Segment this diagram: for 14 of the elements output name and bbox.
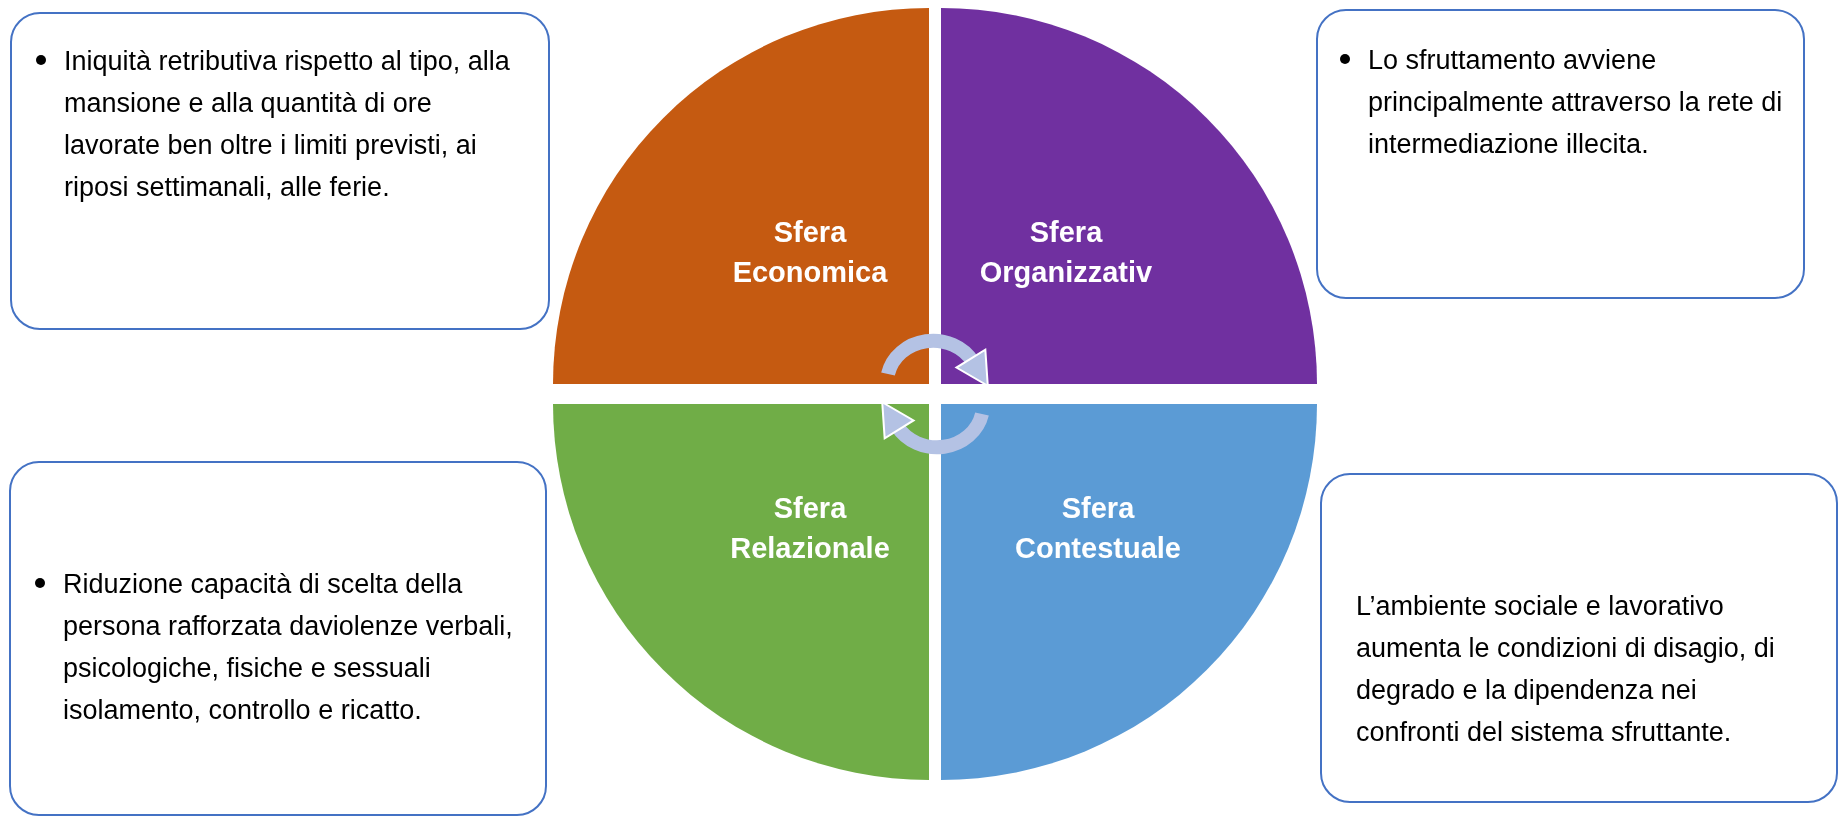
- sector-label: Sfera Contestuale: [1014, 491, 1182, 566]
- text-box: [1316, 9, 1805, 299]
- sector-label: Sfera Relazionale: [729, 491, 891, 566]
- sector-label: Sfera Economica: [731, 215, 889, 290]
- cycle-arrow: [879, 402, 989, 455]
- text-box: [1320, 473, 1838, 803]
- text-box: [9, 461, 547, 816]
- cycle-arrow: [881, 333, 991, 386]
- text-box: [10, 12, 550, 330]
- description-text: Lo sfruttamento avviene principalmente attraverso la rete di intermediazione illecita.: [1368, 44, 1784, 161]
- sector-label: Sfera Organizzativ: [978, 215, 1154, 290]
- description-text: Riduzione capacità di scelta della persona rafforzata daviolenze verbali, psicologiche, fisiche e sessuali isolamento, controllo e ricatto.: [63, 568, 514, 727]
- description-text: L’ambiente sociale e lavorativo aumenta le condizioni di disagio, di degrado e la dipendenza nei confronti del sistema sfruttante.: [1356, 590, 1776, 749]
- description-text: Iniquità retributiva rispetto al tipo, alla mansione e alla quantità di ore lavorate ben oltre i limiti previsti, ai riposi settimanali, alle ferie.: [64, 45, 511, 204]
